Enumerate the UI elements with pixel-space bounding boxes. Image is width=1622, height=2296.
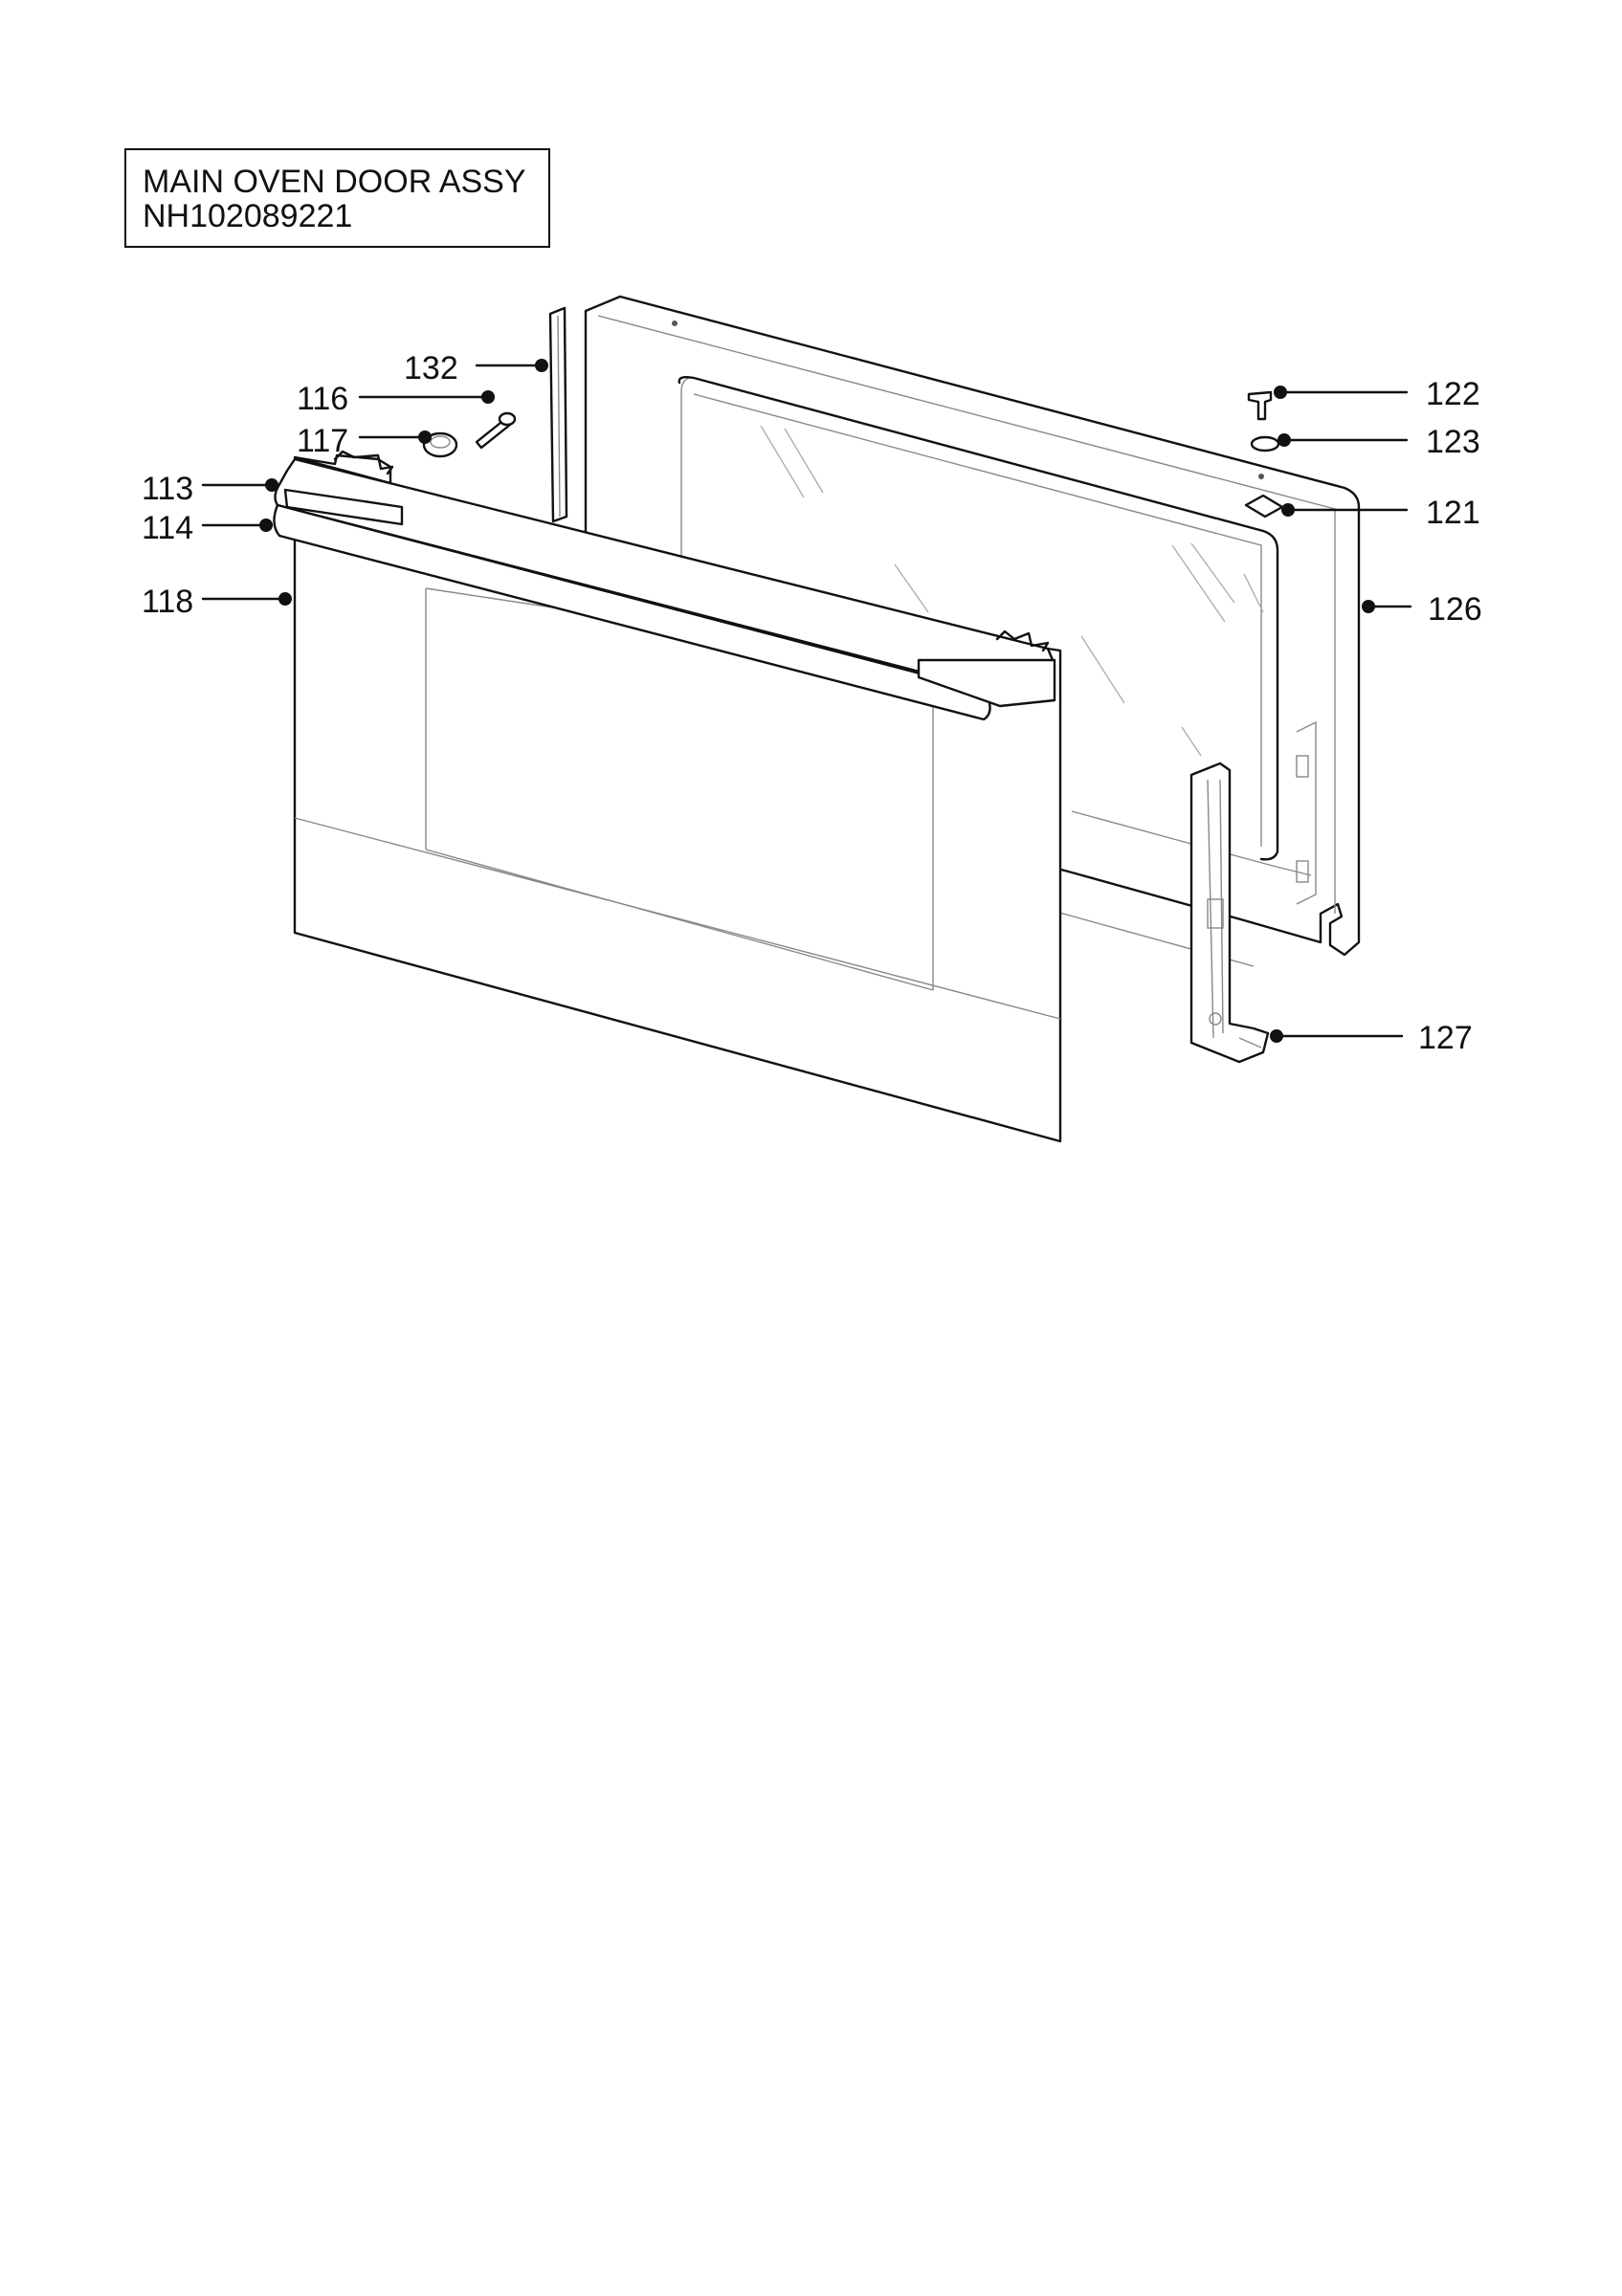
callout-118: 118 — [142, 584, 193, 620]
screw-116 — [475, 411, 517, 450]
callout-126: 126 — [1428, 591, 1482, 628]
callout-123: 123 — [1426, 424, 1480, 460]
callout-113: 113 — [142, 471, 193, 507]
door-seal-strip — [548, 306, 568, 523]
callout-116: 116 — [297, 381, 348, 417]
washer-123 — [1250, 435, 1280, 453]
door-hinge — [1189, 762, 1270, 1064]
screw-122 — [1247, 390, 1273, 421]
cap-117 — [422, 431, 458, 458]
callout-117: 117 — [297, 423, 348, 459]
callout-122: 122 — [1426, 376, 1480, 412]
part-number: NH102089221 — [143, 198, 353, 234]
callout-121: 121 — [1426, 495, 1480, 531]
assembly-title: MAIN OVEN DOOR ASSY — [143, 164, 526, 200]
callout-132: 132 — [404, 350, 458, 386]
title-box: MAIN OVEN DOOR ASSY NH102089221 — [124, 148, 550, 248]
callout-127: 127 — [1418, 1020, 1473, 1056]
callout-114: 114 — [142, 510, 193, 546]
door-top-trim — [273, 450, 1056, 721]
leader-lines — [201, 359, 1412, 1043]
